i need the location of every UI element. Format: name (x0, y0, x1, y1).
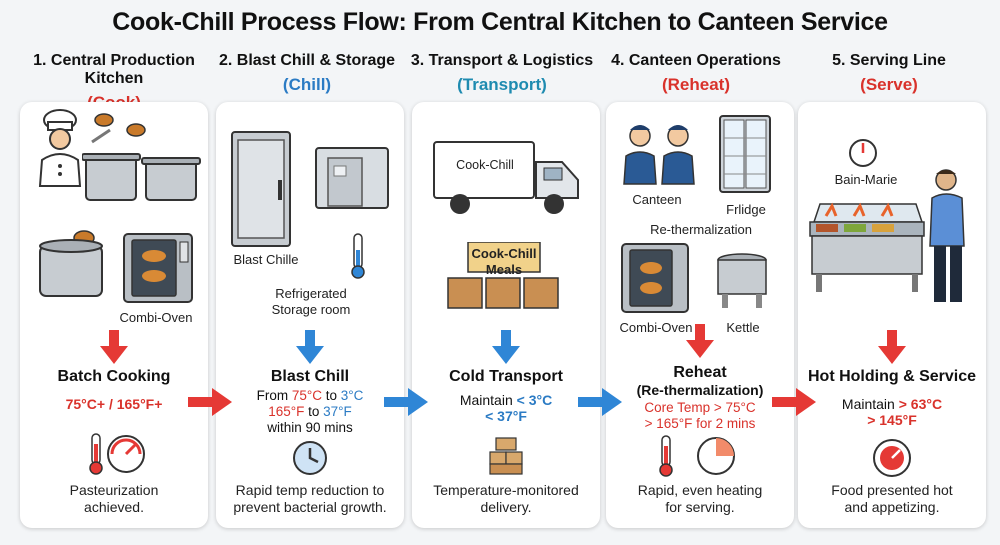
chef-icon (38, 109, 82, 187)
step-5-header: 5. Serving Line (Serve) (791, 52, 987, 95)
blast-chiller-icon (231, 131, 291, 247)
bottom-line-1: Temperature-monitored (433, 482, 579, 498)
stage-title: Reheat (673, 364, 727, 381)
serve-line-1: Maintain > 63°C (841, 396, 943, 412)
fridge-icon (719, 115, 771, 193)
bain-marie-icon (809, 202, 925, 292)
reheat-line-2: > 165°F for 2 mins (644, 416, 756, 431)
cold-room-icon (315, 147, 389, 209)
bottom-line-2: prevent bacterial growth. (233, 499, 387, 515)
step-3-card: Cook-Chill Cook-Chill Meals Cold Transpo… (412, 102, 600, 528)
oven-label: Combi-Oven (119, 310, 193, 325)
step-5-card: Bain-Marie Hot Holding & Service Maintai… (798, 102, 986, 528)
chill-line-2: 165°F to 37°F (268, 404, 352, 419)
step-4-header: 4. Canteen Operations (Reheat) (598, 52, 794, 95)
boxes-label-2: Meals (485, 262, 523, 277)
cook-temp: 75°C+ / 165°F+ (65, 396, 163, 412)
server-person-icon (929, 169, 965, 302)
step-4-heading: 4. Canteen Operations (611, 52, 781, 69)
combi-oven-icon (123, 233, 193, 303)
bottom-line-2: delivery. (480, 499, 532, 515)
storage-label-1: Refrigerated (275, 286, 347, 301)
boxes-label-1: Cook-Chill (471, 246, 537, 261)
serve-line-2: > 145°F (867, 412, 917, 428)
clock-icon (293, 441, 327, 475)
thermometer-timer-icon (659, 435, 735, 477)
fridge-label: Frlidge (726, 202, 766, 217)
step-2-tag: (Chill) (282, 75, 332, 94)
thermometer-gauge-icon (89, 433, 145, 475)
step-2-header: 2. Blast Chill & Storage (Chill) (209, 52, 405, 95)
thermometer-icon (351, 233, 365, 279)
kettle-pot-icon (39, 230, 103, 297)
bottom-line-2: and appetizing. (844, 499, 940, 515)
stage-title: Blast Chill (270, 368, 350, 385)
down-arrow-icon (686, 324, 714, 358)
reheat-line-1: Core Temp > 75°C (644, 400, 756, 415)
canteen-label: Canteen (632, 192, 682, 207)
bain-marie-label: Bain-Marie (834, 172, 898, 187)
down-arrow-icon (296, 330, 324, 364)
bottom-line-2: for serving. (665, 499, 735, 515)
step-3-header: 3. Transport & Logistics (Transport) (404, 52, 600, 95)
step-3-tag: (Transport) (457, 75, 547, 94)
step-1-card: Combi-Oven Batch Cooking 75°C+ / 165°F+ … (20, 102, 208, 528)
flow-arrow-2-3 (384, 388, 428, 416)
step-3-heading: 3. Transport & Logistics (410, 52, 594, 69)
chiller-label: Blast Chille (233, 252, 299, 267)
chill-line-3: within 90 mins (267, 420, 353, 435)
chill-line-1: From 75°C to 3°C (256, 388, 364, 403)
truck-label: Cook-Chill (456, 158, 514, 172)
page-title: Cook-Chill Process Flow: From Central Ki… (112, 8, 888, 36)
stage-subtitle: (Re-thermalization) (636, 382, 764, 398)
transport-line-1: Maintain < 3°C (459, 392, 553, 408)
flow-arrow-1-2 (188, 388, 232, 416)
stage-title: Batch Cooking (57, 368, 171, 385)
oven-label: Combi-Oven (619, 320, 693, 335)
storage-label-2: Storage room (271, 302, 351, 317)
food-icon (91, 113, 146, 144)
step-4-card: Canteen Frlidge Re-thermalization Combi-… (606, 102, 794, 528)
down-arrow-icon (878, 330, 906, 364)
kettle-icon (717, 253, 767, 308)
flow-arrow-3-4 (578, 388, 622, 416)
step-5-heading: 5. Serving Line (832, 52, 946, 69)
step-2-card: Blast Chille Refrigerated Storage room B… (216, 102, 404, 528)
stock-pots-icon (82, 153, 201, 201)
kettle-label: Kettle (726, 320, 760, 335)
step-4-tag: (Reheat) (661, 75, 730, 94)
stage-title: Hot Holding & Service (807, 368, 977, 385)
down-arrow-icon (492, 330, 520, 364)
bottom-line-1: Pasteurization (69, 482, 159, 498)
step-2-heading: 2. Blast Chill & Storage (218, 52, 396, 69)
canteen-staff-icon (623, 125, 695, 185)
meal-boxes-icon (447, 242, 559, 309)
bottom-line-1: Rapid temp reduction to (235, 482, 385, 498)
thermometer-dial-icon (849, 139, 877, 167)
box-stack-icon (489, 437, 523, 475)
bottom-line-2: achieved. (84, 499, 144, 515)
gauge-icon (873, 439, 911, 477)
bottom-line-1: Food presented hot (831, 482, 953, 498)
step-5-tag: (Serve) (860, 75, 918, 94)
flow-arrow-4-5 (772, 388, 816, 416)
bottom-line-1: Rapid, even heating (637, 482, 763, 498)
down-arrow-icon (100, 330, 128, 364)
truck-icon (433, 141, 579, 214)
stage-title: Cold Transport (449, 368, 563, 385)
step-1-heading: 1. Central Production Kitchen (33, 52, 195, 87)
transport-line-2: < 37°F (485, 408, 527, 424)
rethermal-label: Re-thermalization (650, 222, 752, 237)
combi-oven-icon (621, 243, 689, 313)
